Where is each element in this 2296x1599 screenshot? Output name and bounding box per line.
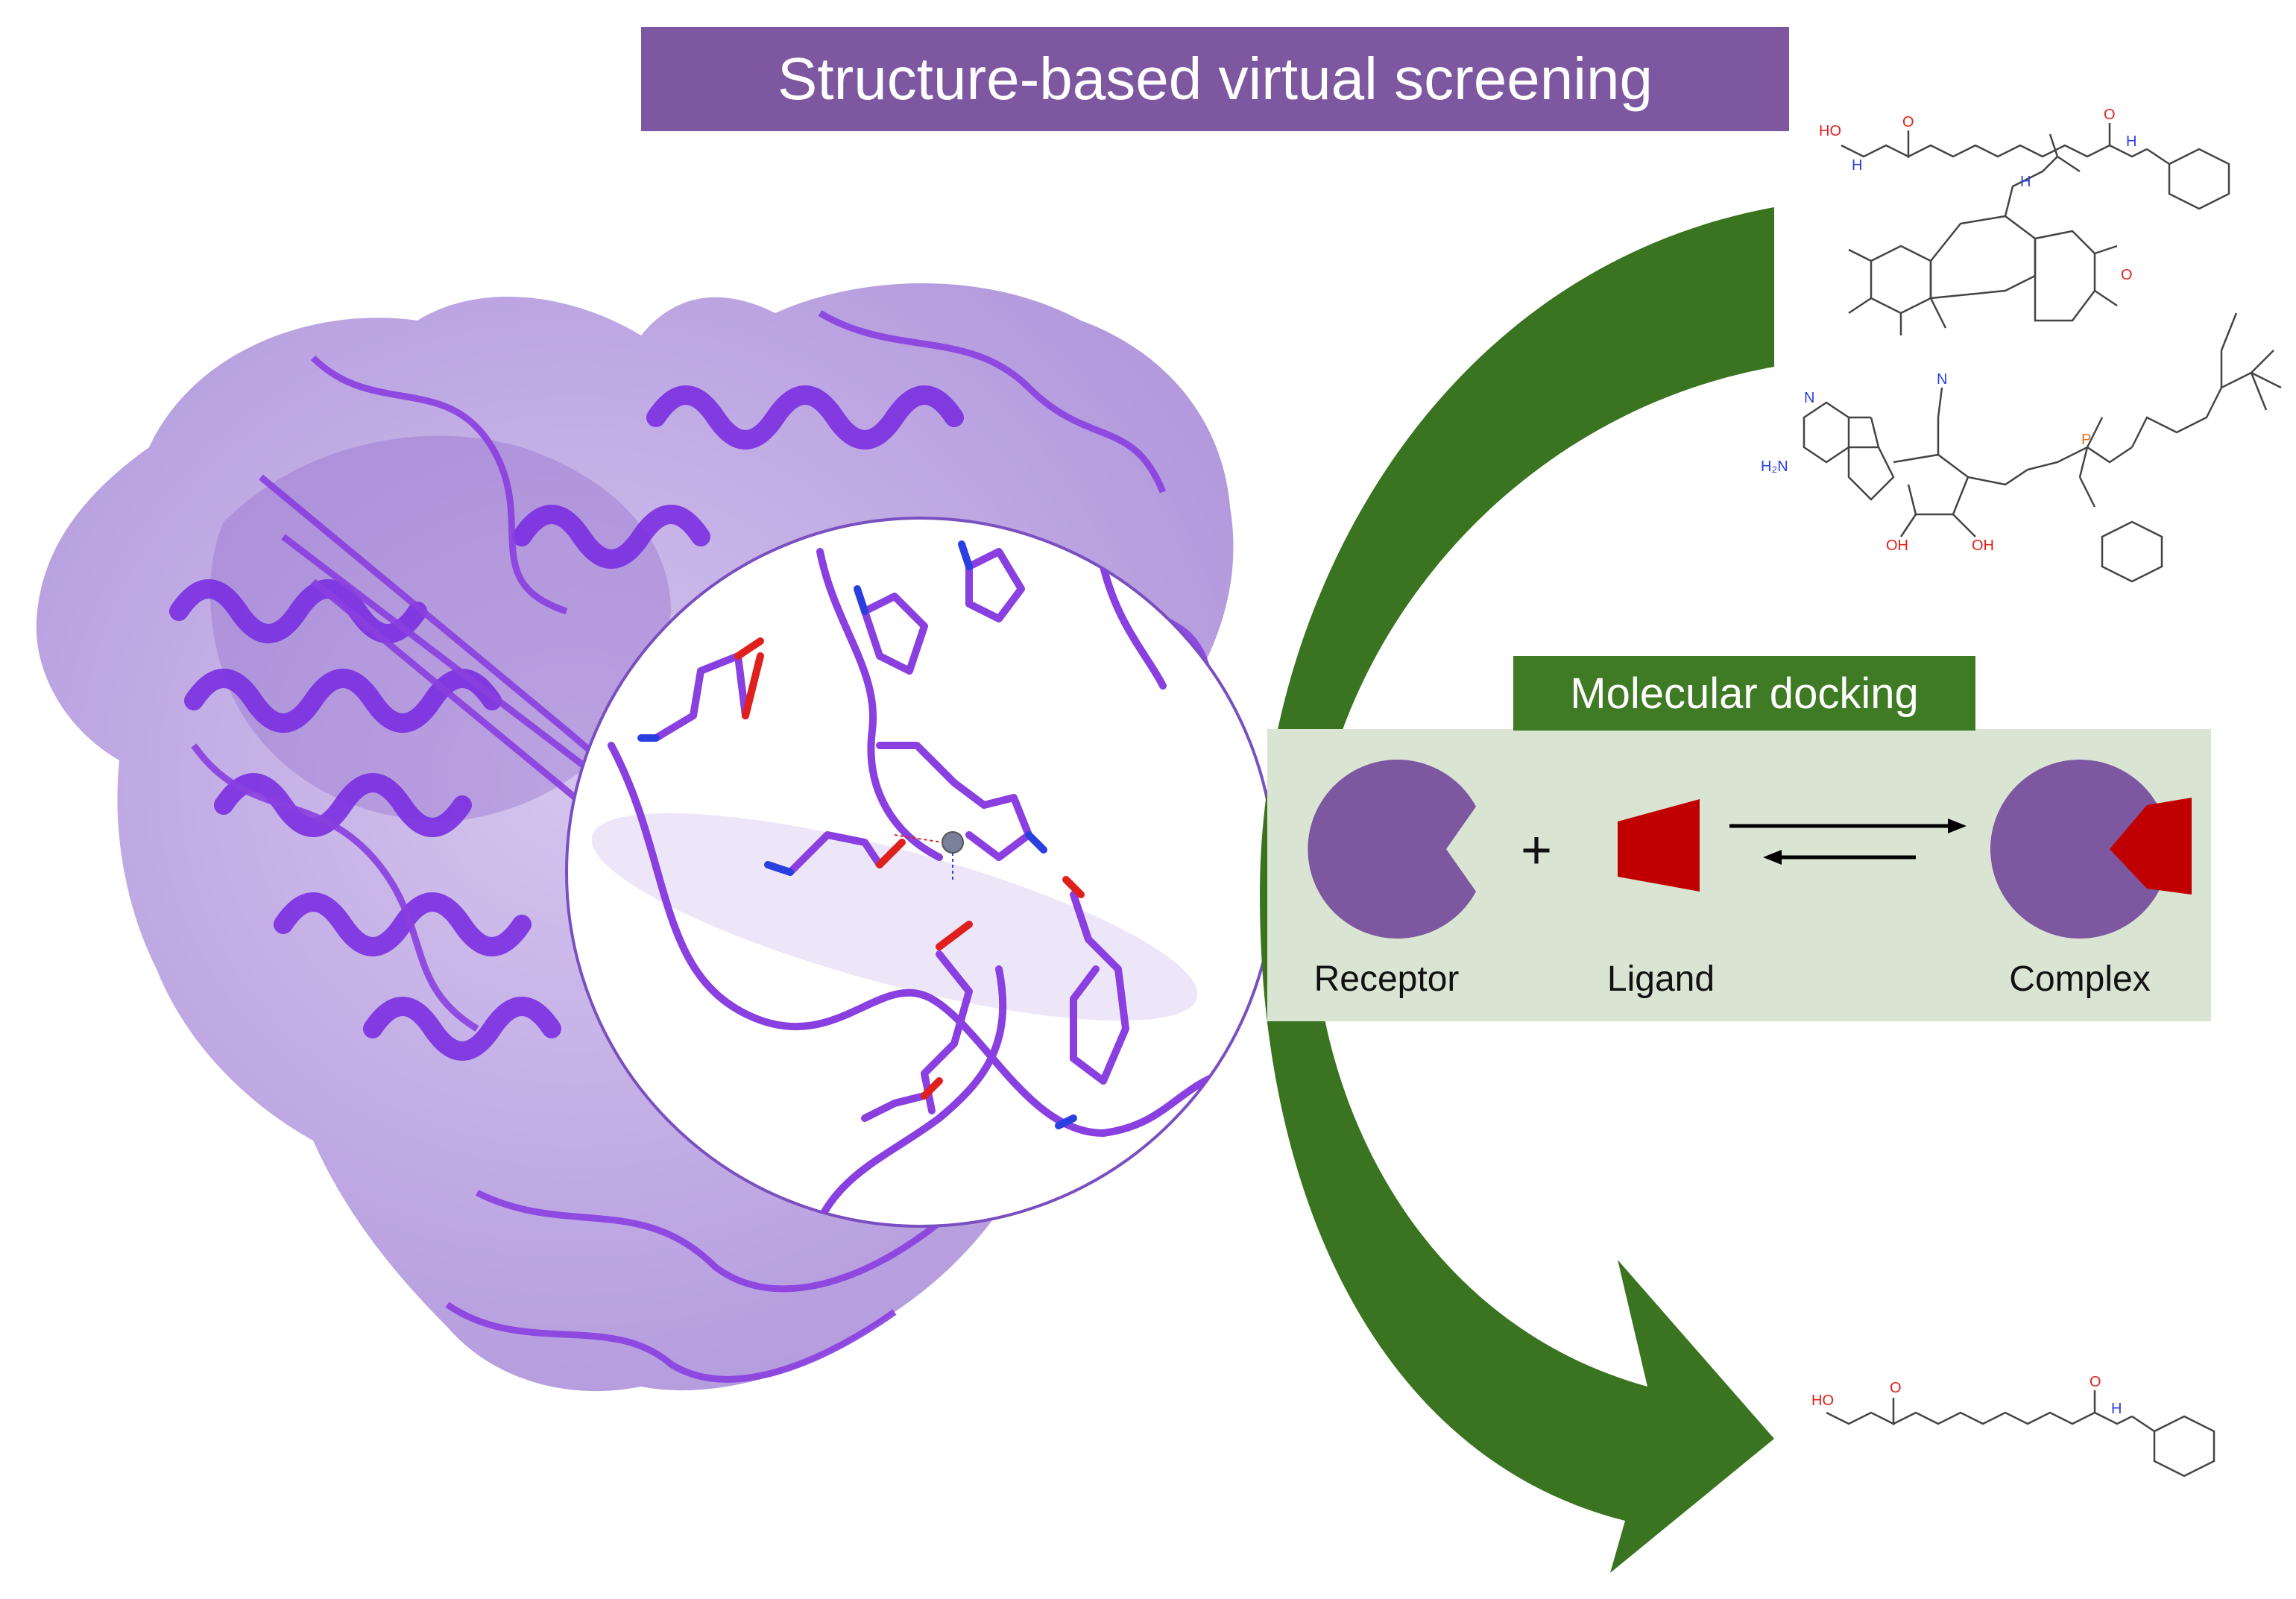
atom-label: N (1937, 371, 1947, 388)
atom-label: H (1852, 157, 1862, 174)
atom-label: OH (1972, 537, 1994, 554)
atom-label: O (1890, 1380, 1902, 1396)
molecule-candidate-1 (1841, 123, 2230, 210)
atom-label: H (2020, 174, 2031, 190)
atom-label: O (1902, 114, 1914, 130)
molecule-icon (1803, 123, 2282, 1477)
arrow-body (1260, 207, 1774, 1573)
molecule-candidate-3 (1803, 312, 2282, 583)
screening-arrow-icon (1260, 207, 1774, 1573)
ligand-label: Ligand (1606, 959, 1715, 999)
receptor-label: Receptor (1313, 959, 1460, 999)
atom-label: OH (1886, 537, 1908, 554)
docking-header: Molecular docking (1513, 656, 1975, 731)
atom-label: H (2111, 1401, 2122, 1417)
molecule-candidate-2 (1848, 133, 2118, 335)
atom-label: HO (1819, 123, 1841, 139)
atom-label: O (2090, 1374, 2101, 1390)
plus-sign: + (1521, 821, 1553, 880)
binding-site-zoom-icon (565, 517, 1276, 1228)
complex-label: Complex (2009, 959, 2151, 999)
atom-label: H₂N (1761, 458, 1788, 475)
atom-label: O (2121, 267, 2133, 283)
atom-label: H (2126, 133, 2136, 150)
page-title: Structure-based virtual screening (641, 27, 1789, 131)
atom-label: O (2104, 107, 2116, 123)
atom-label: N (1804, 390, 1814, 406)
molecule-hit (1826, 1390, 2215, 1477)
atom-label: HO (1811, 1393, 1834, 1409)
atom-label: P (2081, 432, 2091, 448)
